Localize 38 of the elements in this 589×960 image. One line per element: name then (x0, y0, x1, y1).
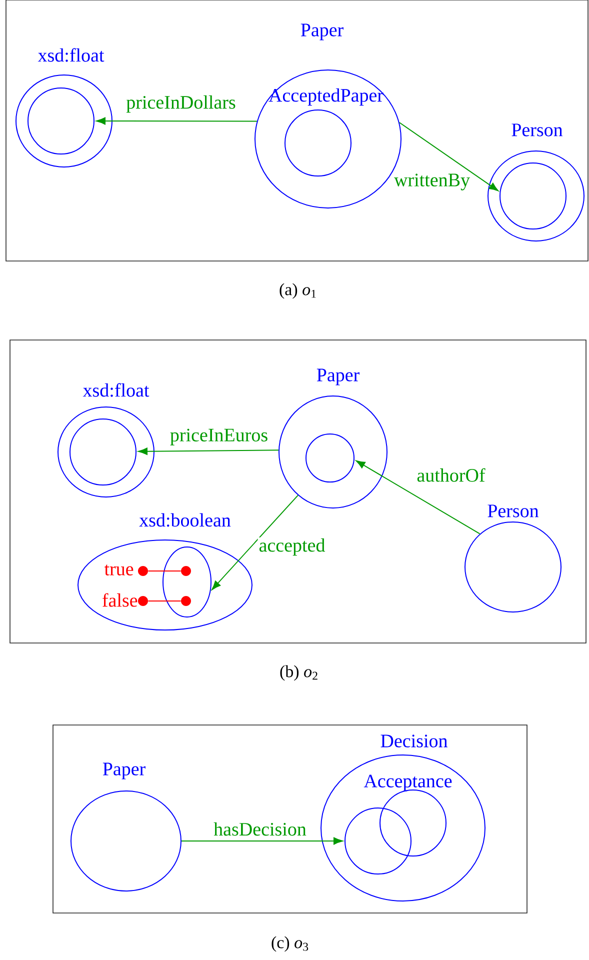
node-label: xsd:boolean (139, 513, 231, 527)
node-label: Paper (300, 24, 344, 40)
class-circle (70, 418, 136, 486)
class-circle (344, 808, 412, 874)
subfigure-label: (c) o$_{3}$ (272, 936, 308, 952)
edge-label: priceInEuros (168, 428, 270, 446)
edge-label: accepted (258, 537, 326, 557)
class-ellipse (162, 546, 212, 618)
node-label: xsd:float (38, 48, 104, 62)
arrow (96, 117, 258, 125)
arrow (356, 460, 480, 534)
edge-label: hasDecision (212, 821, 308, 837)
arrow (138, 448, 280, 455)
edge-label: priceInDollars (125, 94, 237, 114)
node-label: Acceptance (364, 774, 452, 792)
connector-line (148, 570, 182, 572)
node-label: Decision (380, 734, 448, 748)
node-label: false (102, 593, 138, 607)
edge-label: writtenBy (393, 172, 471, 192)
connector-line (148, 600, 182, 602)
node-label: Person (488, 504, 539, 518)
subfigure-label: (b) o$_{2}$ (280, 665, 318, 681)
edge-label: authorOf (416, 467, 486, 483)
node-label: Paper (316, 368, 360, 386)
node-label: xsd:float (82, 383, 150, 397)
node-label: Person (512, 124, 563, 136)
individual-dot (181, 566, 191, 576)
arrow (398, 122, 498, 192)
individual-dot (181, 596, 191, 606)
arrow (212, 494, 298, 590)
node-label: true (104, 564, 134, 576)
subfigure-label: (a) o$_{1}$ (280, 283, 316, 299)
class-circle (28, 88, 94, 154)
class-circle (306, 434, 354, 482)
node-label: AcceptedPaper (268, 88, 384, 106)
node-label: Paper (102, 762, 146, 780)
arrow (181, 837, 343, 845)
class-circle (500, 162, 566, 230)
